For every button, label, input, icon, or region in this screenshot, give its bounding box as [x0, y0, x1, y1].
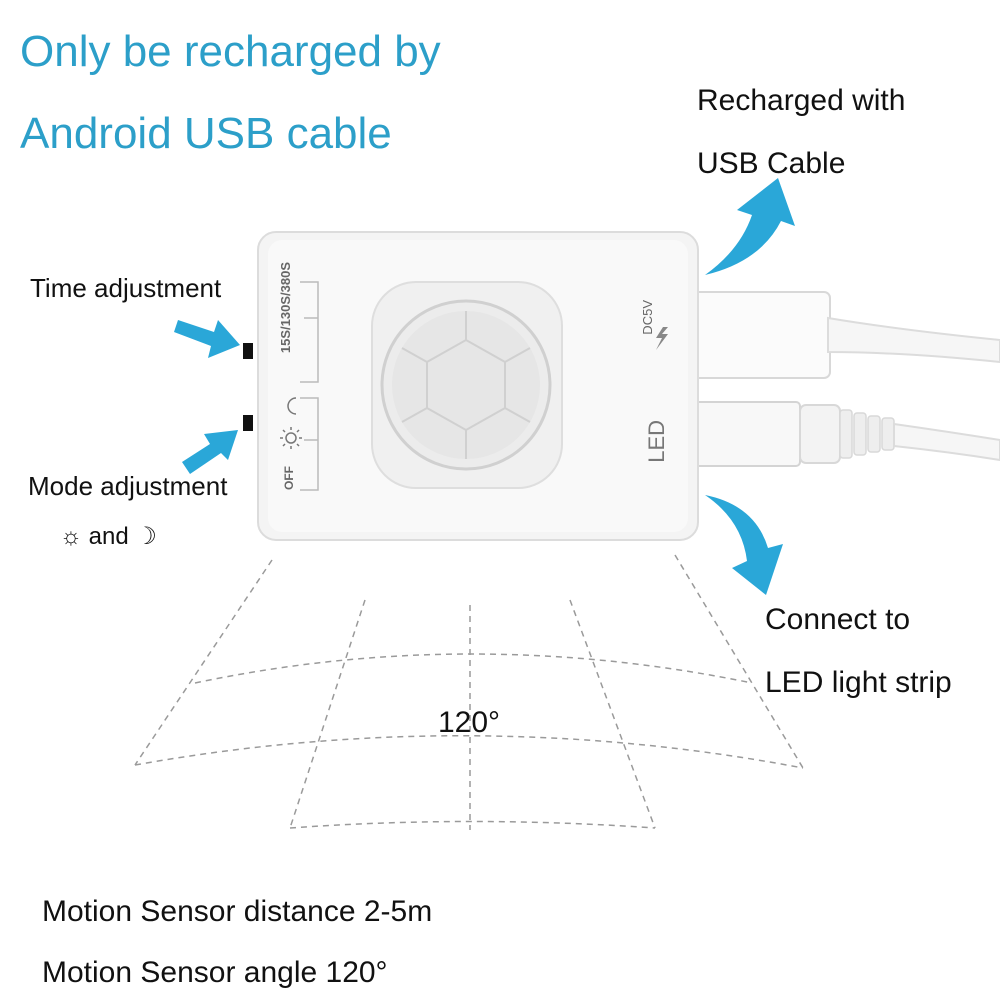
headline-line-2: Android USB cable [20, 109, 392, 158]
sun-icon [280, 427, 302, 449]
spec-angle: Motion Sensor angle 120° [42, 956, 388, 989]
mode-off-label: OFF [282, 466, 296, 490]
time-adjustment-label: Time adjustment [30, 273, 222, 303]
spec-distance: Motion Sensor distance 2-5m [42, 895, 433, 928]
pir-lens [371, 281, 563, 489]
led-cable [689, 401, 1000, 467]
dc5v-port-label: DC5V [640, 300, 655, 335]
time-switch-knob [243, 343, 253, 359]
moon-icon [287, 397, 297, 415]
arrow-down-right-icon [705, 495, 783, 595]
usb-callout-line-1: Recharged with [697, 84, 906, 117]
detection-fan [134, 554, 804, 830]
lightning-icon [656, 327, 668, 350]
led-callout-line-1: Connect to [765, 603, 911, 636]
time-options-label: 15S/130S/380S [278, 262, 293, 354]
angle-label: 120° [438, 706, 501, 739]
arrow-mode-icon [182, 430, 238, 474]
usb-cable [689, 291, 1000, 379]
headline-line-1: Only be recharged by [20, 27, 441, 76]
arrow-time-icon [174, 320, 240, 358]
led-callout-line-2: LED light strip [765, 666, 952, 699]
mode-adjustment-label: Mode adjustment [28, 471, 228, 501]
mode-switch-knob [243, 415, 253, 431]
usb-callout-line-2: USB Cable [697, 147, 846, 180]
mode-options-label: ☼ and ☽ [60, 523, 157, 550]
led-port-label: LED [644, 420, 669, 463]
arrow-up-right-icon [705, 178, 795, 275]
